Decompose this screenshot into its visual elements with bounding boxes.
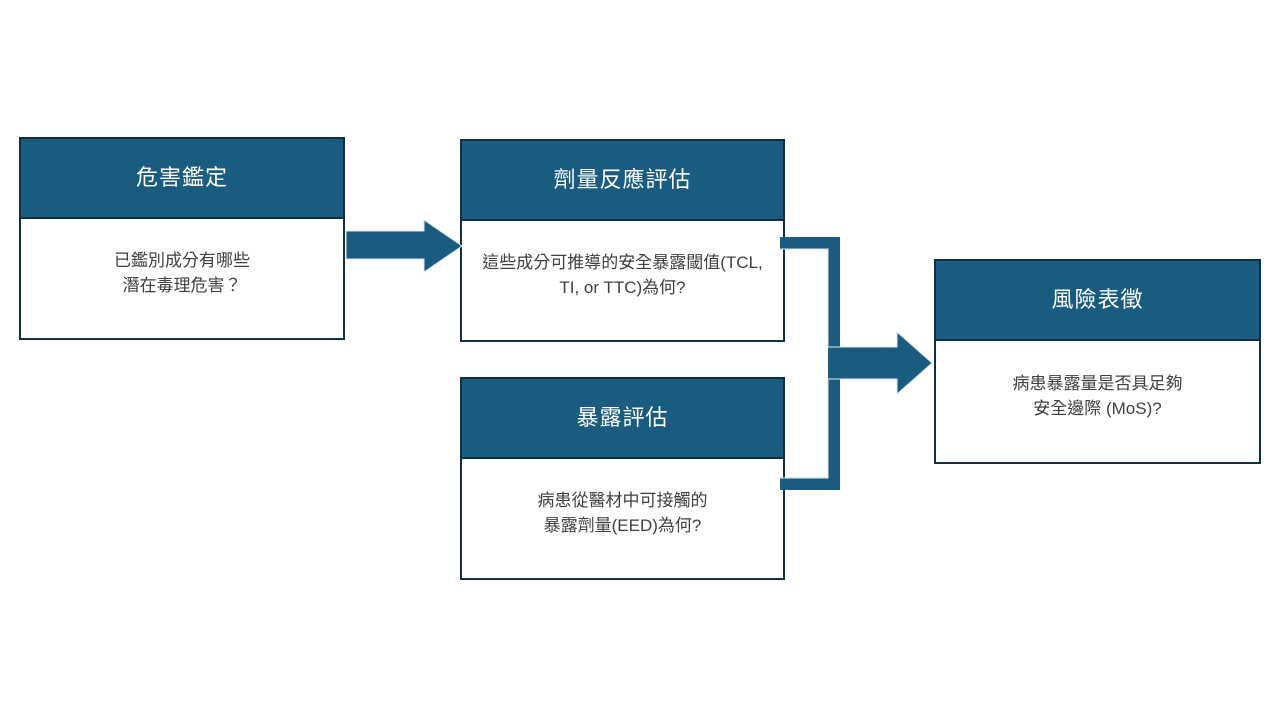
- process-box-body-risk-characterization: 病患暴露量是否具足夠 安全邊際 (MoS)?: [936, 341, 1259, 462]
- process-box-body-text-dose-response-assessment: 這些成分可推導的安全暴露閾值(TCL, TI, or TTC)為何?: [472, 251, 773, 300]
- process-box-body-text-exposure-assessment: 病患從醫材中可接觸的 暴露劑量(EED)為何?: [472, 489, 773, 538]
- body-line: 潛在毒理危害？: [122, 275, 242, 295]
- process-box-body-text-hazard-identification: 已鑑別成分有哪些 潛在毒理危害？: [31, 249, 333, 298]
- process-box-risk-characterization[interactable]: 風險表徵 病患暴露量是否具足夠 安全邊際 (MoS)?: [934, 259, 1261, 464]
- body-line: 暴露劑量(EED)為何?: [543, 515, 702, 535]
- process-box-header-hazard-identification: 危害鑑定: [21, 139, 343, 219]
- process-box-body-hazard-identification: 已鑑別成分有哪些 潛在毒理危害？: [21, 219, 343, 338]
- process-box-header-dose-response-assessment: 劑量反應評估: [462, 141, 783, 221]
- arrow-merge-icon-dose-exposure-to-risk: [780, 237, 933, 490]
- process-box-body-dose-response-assessment: 這些成分可推導的安全暴露閾值(TCL, TI, or TTC)為何?: [462, 221, 783, 340]
- body-line: TI, or TTC)為何?: [559, 277, 686, 297]
- body-line: 這些成分可推導的安全暴露閾值(TCL,: [482, 252, 763, 272]
- arrow-right-icon-hazard-to-dose: [345, 219, 463, 273]
- process-box-hazard-identification[interactable]: 危害鑑定 已鑑別成分有哪些 潛在毒理危害？: [19, 137, 345, 340]
- process-box-exposure-assessment[interactable]: 暴露評估 病患從醫材中可接觸的 暴露劑量(EED)為何?: [460, 377, 785, 580]
- process-box-body-text-risk-characterization: 病患暴露量是否具足夠 安全邊際 (MoS)?: [946, 372, 1249, 421]
- body-line: 病患從醫材中可接觸的: [537, 490, 708, 510]
- body-line: 已鑑別成分有哪些: [114, 250, 250, 270]
- body-line: 安全邊際 (MoS)?: [1033, 398, 1162, 418]
- process-box-body-exposure-assessment: 病患從醫材中可接觸的 暴露劑量(EED)為何?: [462, 459, 783, 578]
- process-box-header-risk-characterization: 風險表徵: [936, 261, 1259, 341]
- body-line: 病患暴露量是否具足夠: [1012, 373, 1183, 393]
- process-box-dose-response-assessment[interactable]: 劑量反應評估 這些成分可推導的安全暴露閾值(TCL, TI, or TTC)為何…: [460, 139, 785, 342]
- process-box-header-exposure-assessment: 暴露評估: [462, 379, 783, 459]
